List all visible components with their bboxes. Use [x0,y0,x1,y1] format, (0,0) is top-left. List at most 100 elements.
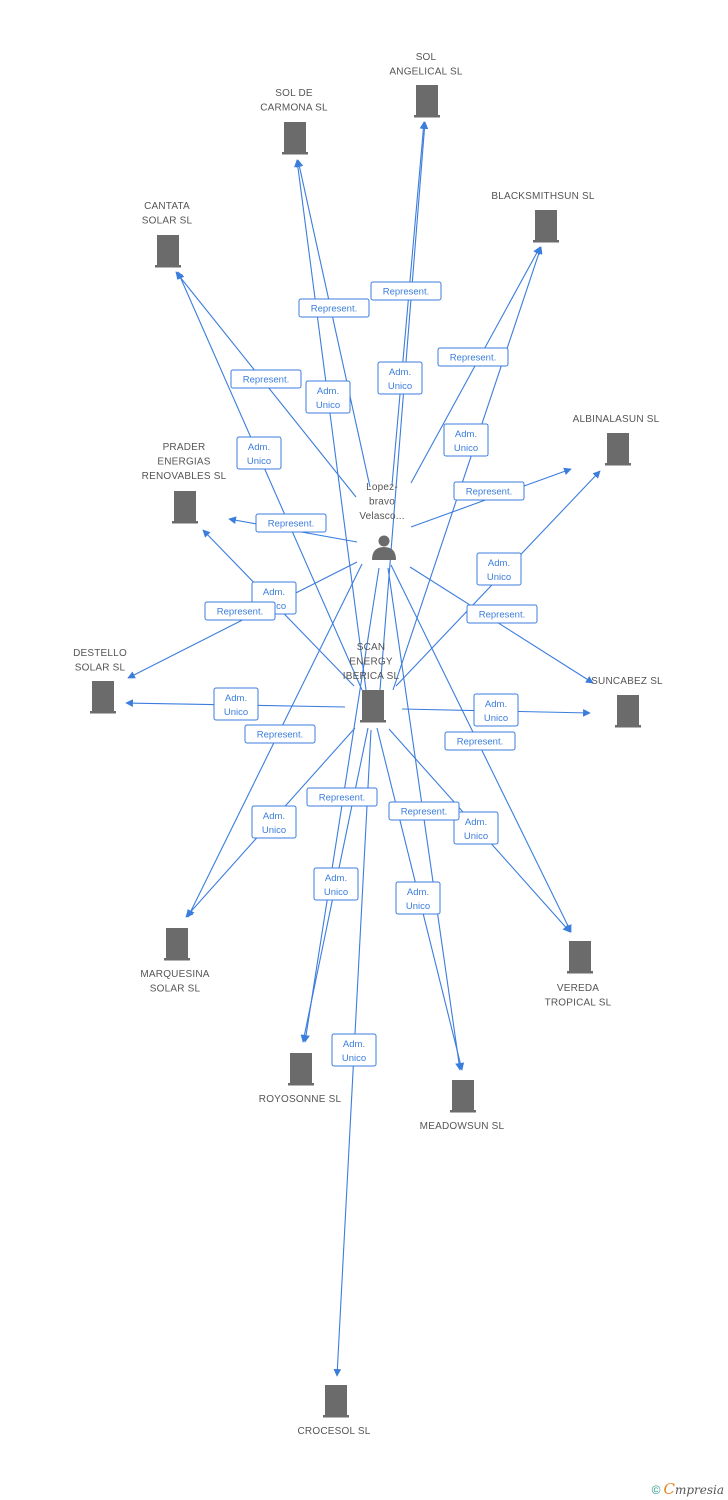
edge-label-text: Adm. [263,811,285,822]
edge-label-adm-unico[interactable]: Adm.Unico [473,693,519,727]
edge-label-adm-unico[interactable]: Adm.Unico [443,423,489,457]
edge-label-text: Unico [484,713,508,724]
edge-label-box [453,481,525,501]
edge-label-text: Adm. [248,442,270,453]
building-icon [360,690,386,723]
edge-label-text: Unico [454,443,478,454]
edge-label-adm-unico[interactable]: Adm.Unico [476,552,522,586]
edge-label-text: Adm. [407,887,429,898]
node-cantata[interactable]: CANTATA SOLAR SL [142,201,193,268]
node-label: ANGELICAL SL [389,67,462,78]
node-label: CANTATA [144,201,190,212]
node-label: SOL DE [275,88,313,99]
empresia-logo-initial: C [663,1480,675,1498]
footer-brand: ©Cmpresia [652,1480,724,1498]
person-icon [372,535,396,560]
edge-label-adm-unico[interactable]: Adm.Unico [236,436,282,470]
node-label: SOL [416,52,437,63]
edge-label-text: Unico [388,381,412,392]
edge-label-box [370,281,442,301]
edge-label-box [255,513,327,533]
edge-label-adm-unico[interactable]: Adm.Unico [377,361,423,395]
edge-label-represent[interactable]: Represent. [298,298,370,318]
edge-label-box [236,436,282,470]
node-label: SOLAR SL [75,663,126,674]
node-royosonne[interactable]: ROYOSONNE SL [259,1053,342,1105]
edge-label-text: Represent. [457,737,503,748]
edge-label-represent[interactable]: Represent. [230,369,302,389]
edge-label-text: Adm. [343,1039,365,1050]
edge-label-box [305,380,351,414]
node-label: RENOVABLES SL [142,471,227,482]
edge-label-adm-unico[interactable]: Adm.Unico [213,687,259,721]
building-icon [164,928,190,961]
node-sol_angelical[interactable]: SOL ANGELICAL SL [389,52,463,118]
edge-label-represent[interactable]: Represent. [370,281,442,301]
building-icon [282,122,308,155]
node-label: Lopez- [366,482,398,493]
node-albinalasun[interactable]: ALBINALASUN SL [573,414,660,466]
edge-label-text: Unico [406,901,430,912]
building-icon [414,85,440,118]
edge-label-box [244,724,316,744]
building-icon [533,210,559,243]
edge-label-box [466,604,538,624]
node-label: ENERGIAS [157,457,210,468]
edge-scan-to-blacksmithsun [392,246,543,691]
edge-scan-to-sol_carmona [294,159,367,691]
edge-label-adm-unico[interactable]: Adm.Unico [251,805,297,839]
edge-label-text: Represent. [311,304,357,315]
edge-label-represent[interactable]: Represent. [306,787,378,807]
edge-label-box [331,1033,377,1067]
edge-label-text: Unico [316,400,340,411]
edge-label-adm-unico[interactable]: Adm.Unico [331,1033,377,1067]
node-label: SCAN [357,642,386,653]
edge-scan-to-cantata [177,271,363,691]
edge-label-box [395,881,441,915]
edge-label-text: Represent. [466,487,512,498]
building-icon [615,695,641,728]
edge-label-represent[interactable]: Represent. [444,731,516,751]
edge-label-adm-unico[interactable]: Adm.Unico [453,811,499,845]
edge-label-represent[interactable]: Represent. [255,513,327,533]
node-label: MARQUESINA [140,969,209,980]
edge-label-represent[interactable]: Represent. [388,801,460,821]
building-icon [172,491,198,524]
node-label: VEREDA [557,983,599,994]
edge-label-adm-unico[interactable]: Adm. Unico [395,881,441,915]
node-crocesol[interactable]: CROCESOL SL [298,1385,371,1437]
building-icon [567,941,593,974]
node-suncabez[interactable]: SUNCABEZ SL [591,676,663,728]
edge-label-adm-unico[interactable]: Adm. Unico [313,867,359,901]
empresia-logo[interactable]: Cmpresia [663,1480,724,1498]
node-person[interactable]: Lopez-bravoVelasco... [359,482,404,560]
building-icon [155,235,181,268]
node-blacksmithsun[interactable]: BLACKSMITHSUN SL [491,191,595,243]
edge-label-represent[interactable]: Represent. [244,724,316,744]
node-label: SUNCABEZ SL [591,676,663,687]
edge-label-represent[interactable]: Represent. [204,601,276,621]
edge-label-represent[interactable]: Represent. [437,347,509,367]
edge-label-box [388,801,460,821]
node-label: SOLAR SL [150,984,201,995]
edge-label-text: Adm. [263,587,285,598]
copyright-symbol: © [651,1483,661,1497]
node-label: SOLAR SL [142,216,193,227]
edge-labels-layer: Represent.Adm.UnicoRepresent.Adm.UnicoRe… [204,281,538,1067]
edge-label-text: Adm. [488,558,510,569]
node-meadowsun[interactable]: MEADOWSUN SL [420,1080,505,1132]
edge-label-box [443,423,489,457]
building-icon [605,433,631,466]
edge-label-text: Adm. [325,873,347,884]
edge-label-represent[interactable]: Represent. [453,481,525,501]
edge-label-represent[interactable]: Represent. [466,604,538,624]
edge-label-adm-unico[interactable]: Adm.Unico [305,380,351,414]
node-marquesina[interactable]: MARQUESINA SOLAR SL [140,928,210,995]
edge-label-text: Unico [324,887,348,898]
